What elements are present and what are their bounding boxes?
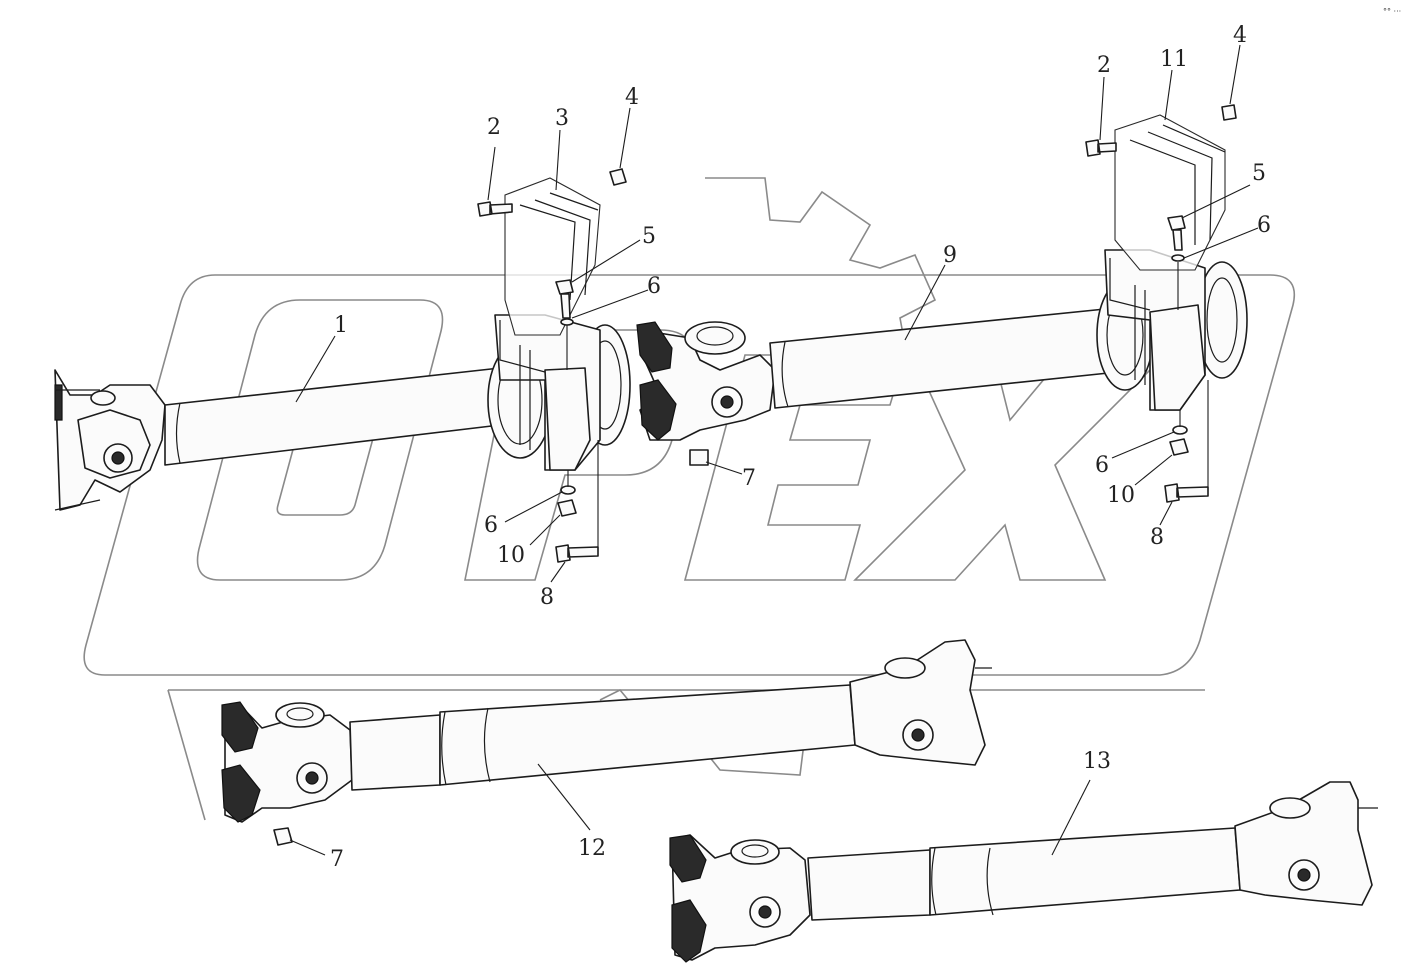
callout-4-left: 4 xyxy=(625,85,639,110)
bolt-8-right xyxy=(1164,483,1209,503)
nut-4-left xyxy=(609,168,627,186)
right-guard-plate xyxy=(1114,114,1226,271)
shaft-tube-9 xyxy=(769,307,1119,409)
callout-6-right-top: 6 xyxy=(1257,213,1271,238)
callout-13: 13 xyxy=(1083,749,1111,774)
callout-7-lower: 7 xyxy=(330,847,344,872)
nut-10-right xyxy=(1169,438,1189,456)
callout-9: 9 xyxy=(943,243,957,268)
nut-10-left xyxy=(557,499,577,517)
bolt-5-right xyxy=(1167,215,1186,251)
fasteners xyxy=(477,104,1237,563)
callout-6-left-bottom: 6 xyxy=(484,513,498,538)
watermark-frame xyxy=(83,274,1295,676)
washer-6-left-top xyxy=(560,318,574,326)
left-guard-plate xyxy=(504,177,601,336)
bolt-2-left xyxy=(477,201,513,217)
center-u-joint xyxy=(636,321,776,466)
left-bearing-support xyxy=(487,314,631,471)
callout-11: 11 xyxy=(1160,47,1188,72)
callout-3: 3 xyxy=(555,106,569,131)
shaft-13 xyxy=(669,781,1378,963)
shaft-tube-1 xyxy=(164,367,501,466)
callout-7-upper: 7 xyxy=(742,466,756,491)
callout-labels: 1 2 3 4 5 6 6 10 8 7 9 2 11 4 5 6 6 10 8… xyxy=(330,7,1401,872)
bolt-5-left xyxy=(555,279,574,319)
callout-6-left-top: 6 xyxy=(647,274,661,299)
callout-2-left: 2 xyxy=(487,115,501,140)
washer-6-left-bottom xyxy=(560,485,576,495)
nut-4-right xyxy=(1221,104,1237,121)
callout-5-left: 5 xyxy=(642,224,656,249)
nut-7-lower xyxy=(273,827,293,846)
corner-mark: °° ··· xyxy=(1383,7,1401,16)
callout-5-right: 5 xyxy=(1252,161,1266,186)
watermark-letter-e xyxy=(683,354,907,581)
callout-2-right: 2 xyxy=(1097,53,1111,78)
bolt-8-left xyxy=(555,544,599,563)
washer-6-right-bottom xyxy=(1172,425,1188,435)
callout-10-right: 10 xyxy=(1107,483,1135,508)
callout-6-right-bottom: 6 xyxy=(1095,453,1109,478)
left-end-yoke xyxy=(54,369,166,511)
shaft-12 xyxy=(221,639,992,846)
main-shaft-assembly xyxy=(54,249,1248,511)
leader-lines xyxy=(289,44,1259,856)
callout-4-right: 4 xyxy=(1233,23,1247,48)
watermark-letter-x xyxy=(853,359,1162,581)
callout-10-left: 10 xyxy=(497,543,525,568)
callout-8-right: 8 xyxy=(1150,525,1164,550)
right-bearing-support xyxy=(1096,249,1248,411)
callout-12: 12 xyxy=(578,836,606,861)
callout-8-left: 8 xyxy=(540,585,554,610)
bolt-2-right xyxy=(1085,139,1117,157)
washer-6-right-top xyxy=(1171,254,1185,262)
callout-1: 1 xyxy=(334,313,348,338)
watermark-strip xyxy=(167,689,1205,821)
